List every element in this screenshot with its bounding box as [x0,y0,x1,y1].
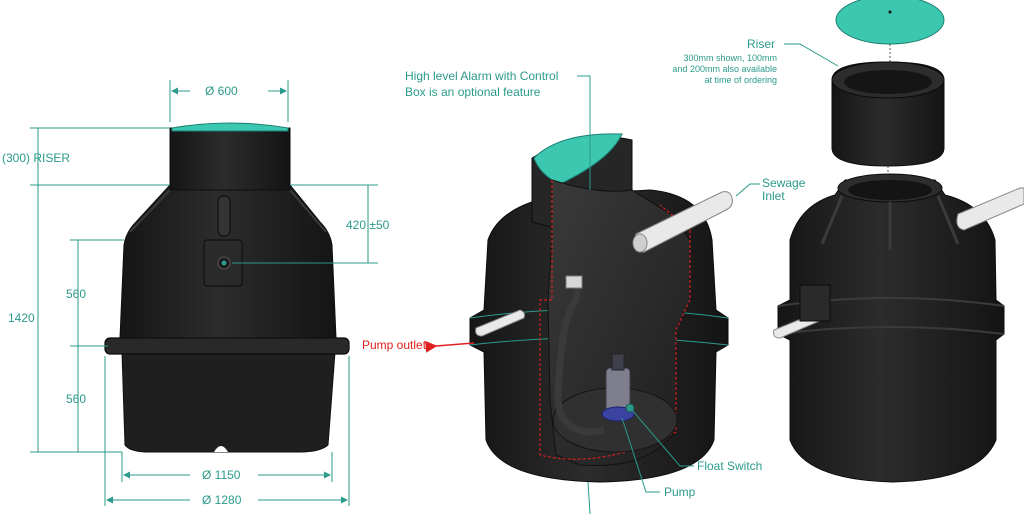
tank-band [104,337,350,355]
bottom-leader [587,481,591,515]
alarm-leader [577,75,591,190]
riser-note-line1: 300mm shown, 100mm [683,53,777,63]
alarm-callout-line1: High level Alarm with Control [405,69,558,83]
pump-label: Pump [664,485,696,499]
pump-base [601,406,635,422]
shoulder-rib [289,189,327,233]
sewage-inlet-label-line2: Inlet [762,189,785,203]
base-notch [214,446,228,452]
alarm-callout-line2: Box is an optional feature [405,85,541,99]
cutaway-lid [533,133,623,185]
sewage-inlet-label-line1: Sewage [762,176,806,190]
tank-lower-body [121,351,336,453]
cut-edge [539,180,691,460]
band-edge [777,326,1005,335]
tank-lid [171,122,289,132]
dim-upper-height: 560 [66,287,86,301]
tank-neck [169,127,291,191]
riser-label: Riser [747,37,775,51]
dim-band-diameter: Ø 1280 [202,493,242,507]
pump-leader [621,417,660,493]
outlet-box [799,284,831,322]
inlet-port-center [221,260,227,266]
riser-leader [784,43,839,67]
float-switch-leader [631,409,694,467]
pump-outlet-arrow [425,340,475,353]
dim-lower-height: 560 [66,392,86,406]
dim-riser: (300) RISER [2,151,70,165]
dim-top-diameter: Ø 600 [205,84,238,98]
lid-marker [888,10,892,14]
exploded-view: Riser 300mm shown, 100mm and 200mm also … [672,0,1024,483]
riser-lid [835,0,945,45]
exploded-inlet-pipe [956,187,1024,231]
riser-note-line3: at time of ordering [704,75,777,85]
neck-rib [217,195,231,237]
cutaway-view: High level Alarm with Control Box is an … [362,69,806,515]
exploded-tank-body [777,179,1005,483]
outlet-pipe [475,309,525,337]
shoulder-rib [936,195,960,245]
pump-top [611,353,625,371]
gate-valve [565,275,583,289]
dim-total-height: 1420 [8,311,35,325]
float-switch-label: Float Switch [697,459,762,473]
riser-note-line2: and 200mm also available [672,64,777,74]
shoulder-rib [129,189,171,233]
dim-inlet-height: 420 ±50 [346,218,390,232]
sewage-leader [735,183,760,197]
front-elevation: Ø 600 (300) RISER 1420 560 560 420 ±50 Ø… [2,80,390,507]
discharge-pipe [554,283,605,436]
inlet-pipe-end [632,233,648,253]
pump-outlet-label: Pump outlet [362,338,427,352]
shoulder-rib [820,195,844,245]
riser-opening [844,70,932,94]
tank-neck-opening [848,180,932,200]
dim-base-diameter: Ø 1150 [202,468,241,482]
